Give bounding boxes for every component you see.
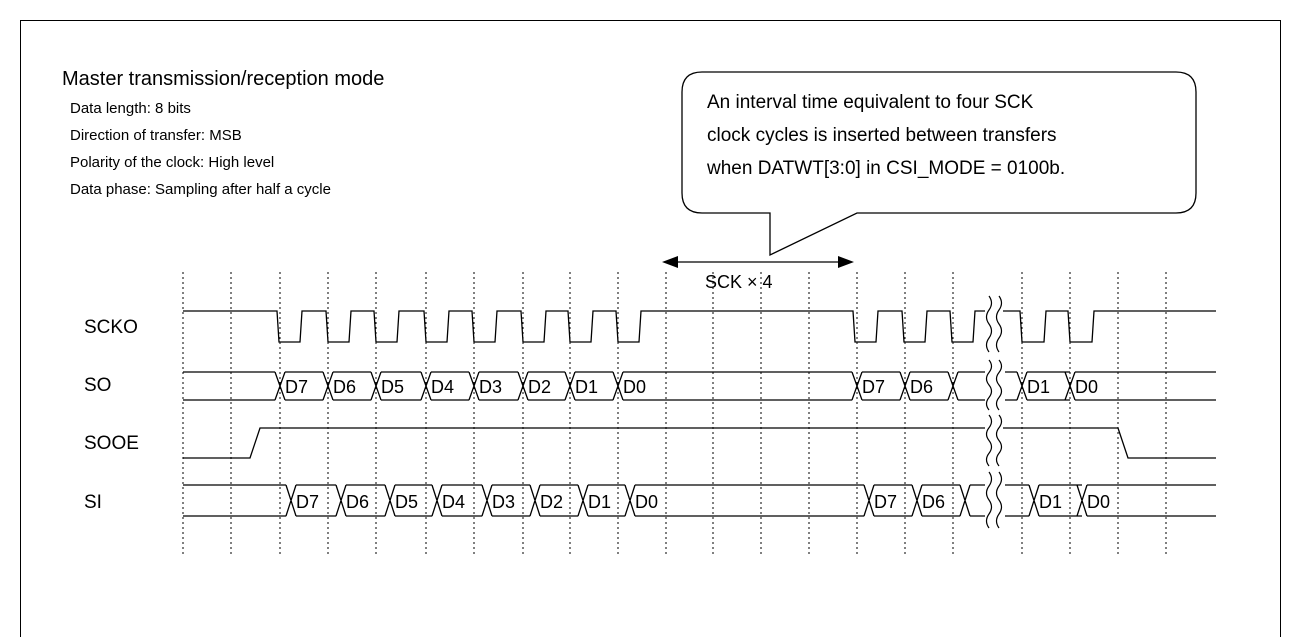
so-bit-label: D7: [285, 377, 308, 397]
so-bit-label: D2: [528, 377, 551, 397]
break-mark: [985, 471, 993, 529]
sooe-wave: [183, 427, 985, 459]
si-bit-label: D1: [1039, 492, 1062, 512]
break-mark: [985, 295, 993, 353]
signal-label-so: SO: [84, 375, 111, 396]
si-bit-label: D4: [442, 492, 465, 512]
grid-lines: [182, 272, 1167, 555]
signal-label-scko: SCKO: [84, 317, 138, 338]
param-direction: Direction of transfer: MSB: [70, 127, 242, 144]
signal-label-sooe: SOOE: [84, 433, 139, 454]
callout-line-3: when DATWT[3:0] in CSI_MODE = 0100b.: [706, 158, 1065, 179]
sooe-wave-tail: [1003, 427, 1216, 459]
si-bit-label: D6: [346, 492, 369, 512]
so-bit-label: D5: [381, 377, 404, 397]
diagram-frame: [20, 20, 1281, 637]
param-data-phase: Data phase: Sampling after half a cycle: [70, 181, 331, 198]
interval-label: SCK × 4: [705, 272, 773, 292]
si-bit-label: D7: [874, 492, 897, 512]
so-bit-label: D4: [431, 377, 454, 397]
callout-bubble: [681, 71, 1197, 257]
param-polarity: Polarity of the clock: High level: [70, 154, 274, 171]
break-mark: [985, 414, 993, 467]
so-bit-label: D1: [575, 377, 598, 397]
scko-wave: [183, 310, 985, 343]
mode-title: Master transmission/reception mode: [62, 68, 384, 90]
break-mark: [995, 471, 1003, 529]
waveforms: [183, 295, 1216, 529]
si-bit-label: D5: [395, 492, 418, 512]
scko-wave-tail: [1003, 310, 1216, 343]
param-data-length: Data length: 8 bits: [70, 100, 191, 117]
callout-line-1: An interval time equivalent to four SCK: [707, 92, 1034, 113]
so-bus: [183, 371, 1216, 401]
so-bit-label: D6: [910, 377, 933, 397]
break-mark: [995, 295, 1003, 353]
si-bit-label: D6: [922, 492, 945, 512]
si-bit-label: D0: [635, 492, 658, 512]
break-mark: [985, 359, 993, 411]
si-bit-label: D7: [296, 492, 319, 512]
so-bit-label: D1: [1027, 377, 1050, 397]
si-bit-label: D1: [588, 492, 611, 512]
interval-arrow: [662, 256, 854, 268]
so-bit-label: D6: [333, 377, 356, 397]
callout-line-2: clock cycles is inserted between transfe…: [707, 125, 1057, 146]
so-bit-label: D3: [479, 377, 502, 397]
so-bit-label: D0: [1075, 377, 1098, 397]
si-bit-label: D2: [540, 492, 563, 512]
so-bit-label: D0: [623, 377, 646, 397]
si-bit-label: D3: [492, 492, 515, 512]
so-bit-label: D7: [862, 377, 885, 397]
si-bit-label: D0: [1087, 492, 1110, 512]
break-mark: [995, 359, 1003, 411]
si-bus: [183, 484, 1216, 517]
signal-label-si: SI: [84, 492, 102, 513]
break-mark: [995, 414, 1003, 467]
